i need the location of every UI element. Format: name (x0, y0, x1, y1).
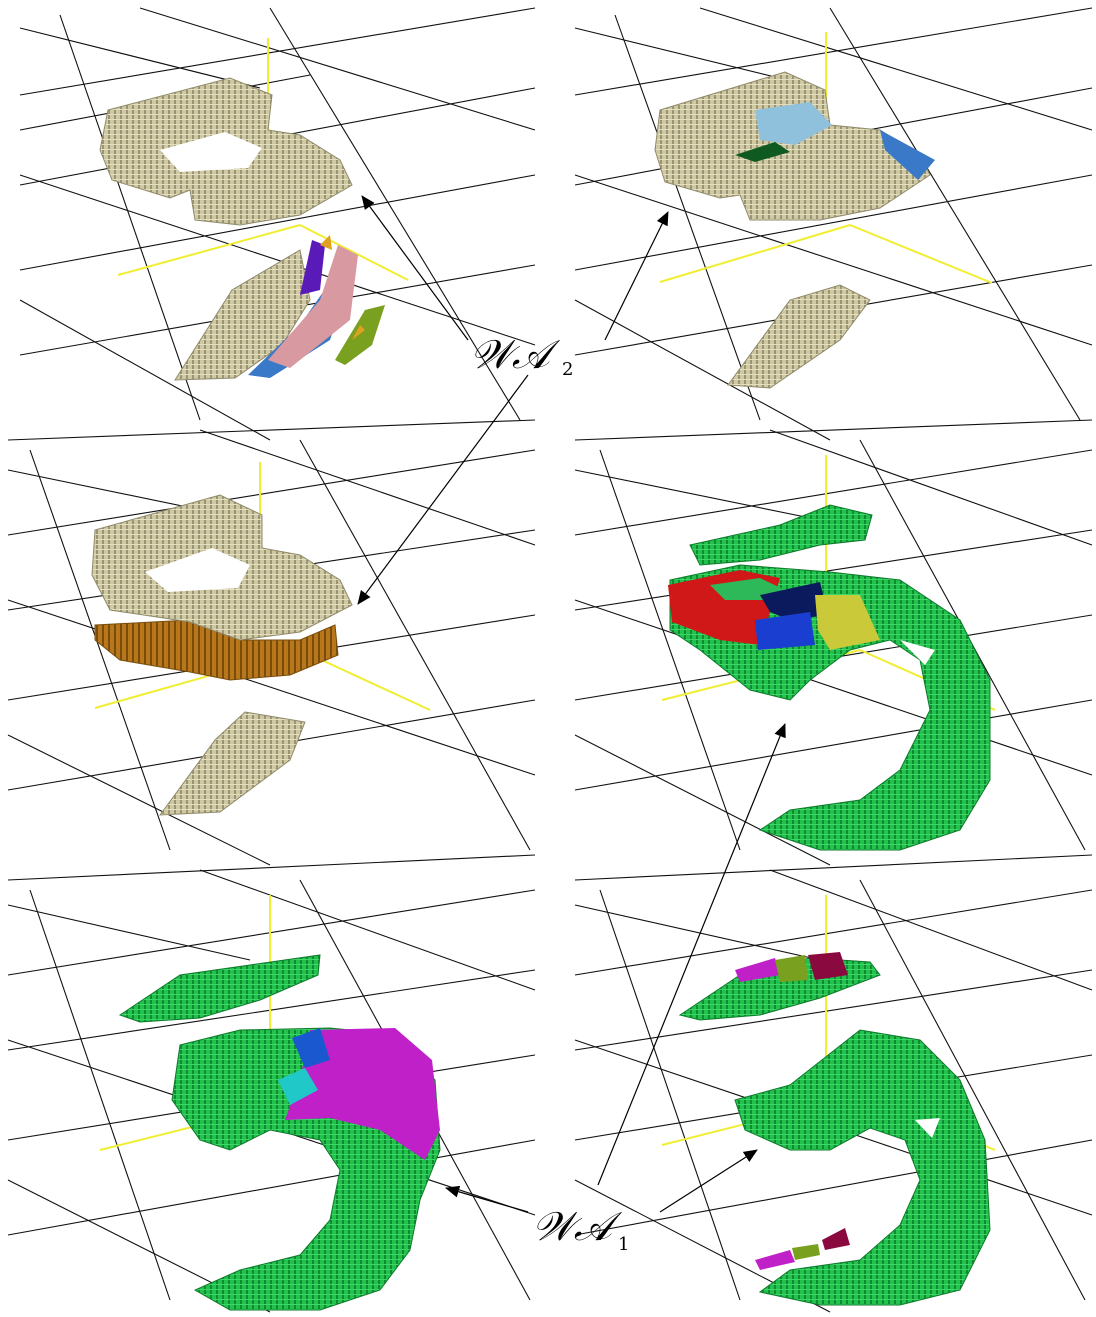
arrow-wa1-to-panel-5 (445, 1185, 529, 1213)
bone-green-magenta (118, 954, 441, 1311)
label-wa2-sub: 2 (562, 359, 573, 380)
arrow-wa2-to-panel-3 (357, 374, 529, 605)
panel-bottom-right (574, 854, 1093, 1313)
annotation-arrows (357, 195, 786, 1213)
arrow-wa1-to-panel-4 (597, 723, 786, 1186)
panel-top-left (19, 7, 536, 441)
bone-upper-with-layer (91, 494, 353, 681)
label-wa2: 𝒲𝒜 2 (470, 332, 573, 380)
bone-lower-segmented (174, 235, 385, 381)
bone-green-small-segments (678, 952, 991, 1306)
bone-lower-beige (727, 284, 871, 389)
label-wa2-main: 𝒲𝒜 (470, 332, 561, 378)
bone-upper-beige-segmented (654, 71, 935, 221)
label-wa1-sub: 1 (618, 1234, 629, 1255)
arrow-wa1-to-panel-6 (659, 1149, 758, 1213)
panel-bottom-left (7, 854, 536, 1313)
bone-lower-beige-small (158, 711, 306, 816)
panel-middle-left (7, 419, 536, 866)
panel-middle-right (574, 419, 1093, 866)
bone-upper-beige (99, 77, 353, 226)
arrow-wa2-to-panel-1 (361, 195, 469, 341)
label-wa1: 𝒲𝒜 1 (532, 1204, 629, 1255)
grid-top-left (19, 7, 536, 441)
arrow-wa2-to-panel-2 (604, 211, 669, 341)
panel-top-right (574, 7, 1093, 441)
label-wa1-main: 𝒲𝒜 (532, 1204, 623, 1250)
grid-top-right (574, 7, 1093, 441)
bone-green-segmented (668, 504, 991, 851)
